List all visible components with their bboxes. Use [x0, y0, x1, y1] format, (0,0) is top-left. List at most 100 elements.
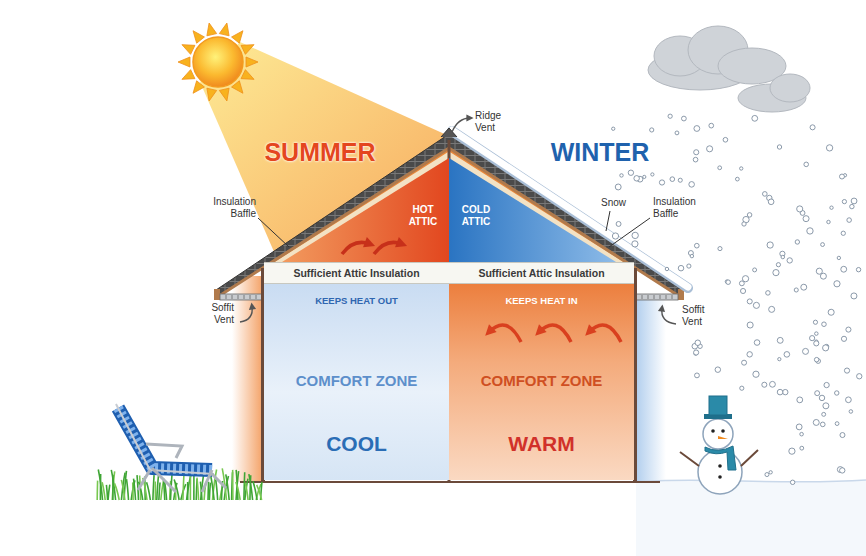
snowflakes [767, 242, 773, 248]
sun-rays [246, 57, 258, 67]
snowflakes [765, 473, 769, 477]
snowman [703, 419, 733, 449]
snowflakes [726, 280, 731, 285]
grass [153, 475, 154, 500]
snowflakes [837, 256, 840, 259]
node-text: Sufficient Attic Insulation [449, 263, 634, 283]
ground [240, 480, 866, 556]
snowflakes [678, 178, 682, 182]
snowflakes [651, 173, 654, 176]
snowflakes [804, 162, 809, 167]
snowflakes [822, 412, 826, 416]
snowflakes [789, 448, 795, 454]
snowflakes [766, 291, 771, 296]
grass [249, 474, 253, 500]
snowman [718, 436, 728, 439]
node-text: COOL [264, 432, 449, 456]
sun-rays [241, 45, 254, 55]
node-text: KEEPS HEAT OUT [264, 296, 449, 307]
callout-arrow [249, 302, 256, 310]
snowflakes [689, 182, 695, 188]
snowflakes [819, 395, 824, 400]
sun-rays [178, 57, 190, 67]
grass [147, 482, 151, 500]
snowflakes [670, 177, 675, 182]
leader-line [606, 211, 610, 231]
snowflakes [794, 288, 798, 292]
snowflakes [790, 480, 794, 484]
snowman [705, 446, 736, 470]
part-label: Insulation Baffle [653, 196, 715, 219]
attic-region: HOT ATTIC [282, 158, 449, 262]
sun-rays [241, 70, 254, 80]
clouds [648, 26, 810, 112]
grass [210, 474, 214, 500]
snowflakes [810, 336, 815, 341]
snowman [709, 396, 727, 415]
snowflakes [801, 284, 807, 290]
grass [187, 482, 189, 500]
snowflakes [747, 352, 752, 357]
snowflakes [856, 267, 860, 271]
snowman [718, 464, 722, 468]
snowflakes [826, 145, 832, 151]
wall-glow [636, 296, 666, 482]
snowflakes [850, 204, 854, 208]
grass [236, 482, 240, 500]
snowflakes [795, 240, 799, 244]
node-text: Sufficient Attic Insulation [264, 263, 449, 283]
snowflakes [815, 391, 820, 396]
grass [102, 482, 105, 500]
snowflakes [810, 125, 815, 130]
roof [216, 134, 682, 298]
snowflakes [803, 216, 809, 222]
snowflakes [740, 386, 744, 390]
season-title: SUMMER [248, 138, 392, 167]
snowflakes [768, 199, 774, 205]
snowman [698, 450, 742, 494]
snowflakes [620, 174, 623, 177]
part-label: Insulation Baffle [194, 196, 256, 219]
sun [193, 37, 243, 87]
snowflakes [735, 177, 739, 181]
snowflakes [718, 247, 722, 251]
grass [257, 485, 262, 500]
snowflakes [847, 218, 852, 223]
snowman [680, 450, 758, 466]
insulation-baffle [266, 150, 632, 266]
snowflakes [841, 266, 847, 272]
snowflakes [773, 270, 779, 276]
snowflakes [747, 299, 752, 304]
grass [134, 479, 136, 500]
roof [214, 134, 684, 300]
snowflakes [665, 267, 668, 270]
ground [636, 480, 866, 556]
grass [182, 476, 185, 500]
snowflakes [612, 233, 618, 239]
heat-arrow [395, 237, 407, 247]
snowman [721, 429, 725, 433]
snowflakes [787, 258, 792, 263]
heat-arrow [589, 325, 621, 342]
snowflakes [796, 424, 802, 430]
insulation-baffle [266, 150, 632, 266]
grass [108, 485, 110, 500]
heat-arrow [535, 324, 546, 335]
leader-line [609, 218, 650, 247]
snowflakes [650, 128, 654, 132]
walls [263, 140, 635, 482]
grass [121, 480, 124, 500]
snowflakes [800, 432, 804, 436]
snowflakes [690, 254, 693, 257]
snowflakes [643, 175, 646, 178]
part-label: Soffit Vent [192, 302, 234, 325]
snowflakes [814, 341, 819, 346]
wall-glow [232, 276, 666, 482]
sun-rays [182, 70, 195, 80]
snowflakes [777, 145, 781, 149]
snowflakes [814, 357, 819, 362]
snowflakes [815, 332, 819, 336]
snowflakes [803, 348, 809, 354]
snowflakes [762, 382, 767, 387]
lawn-chair [116, 404, 226, 492]
